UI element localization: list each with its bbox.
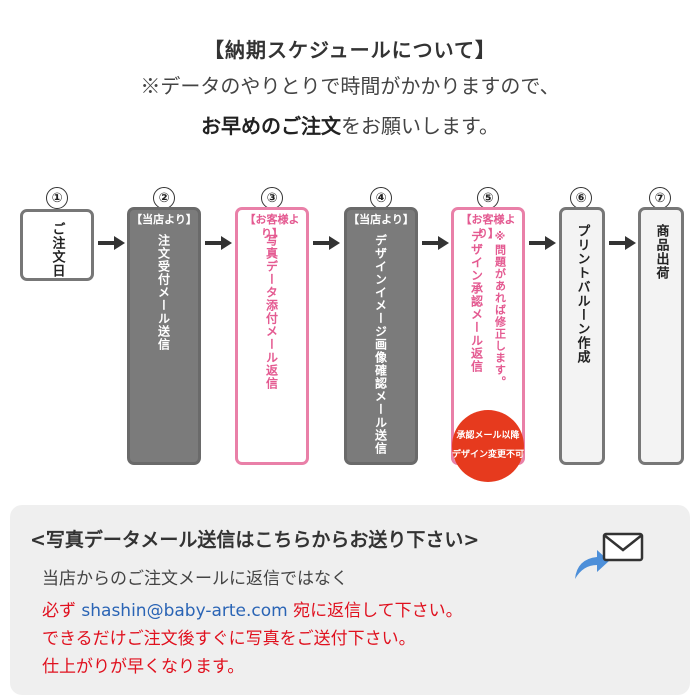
step-4-box: 【当店より】 デザインイメージ画像確認メール送信 (344, 207, 418, 465)
step-number-3: ③ (261, 187, 283, 209)
step-number-2: ② (153, 187, 175, 209)
step-7-label: 商品出荷 (653, 224, 669, 280)
arrow-right-icon (98, 236, 126, 250)
schedule-request: お早めのご注文をお願いします。 (0, 110, 700, 139)
panel-line-2: 必ず shashin@baby-arte.com 宛に返信して下さい。 (42, 596, 463, 621)
step-number-6: ⑥ (570, 187, 592, 209)
step-number-5: ⑤ (477, 187, 499, 209)
no-change-badge: 承認メール以降 デザイン変更不可 (452, 410, 524, 482)
step-5-label: デザイン承認メール返信 (469, 230, 484, 373)
panel-line-4: 仕上がりが早くなります。 (42, 657, 245, 677)
step-5-note: ※問題があれば修正します。 (493, 230, 507, 388)
panel-line-2-post: 宛に返信して下さい。 (287, 601, 463, 621)
step-4-label: デザインイメージ画像確認メール送信 (373, 234, 388, 455)
step-1-label: ご注文日 (49, 222, 65, 278)
curved-arrow-icon (575, 550, 609, 579)
schedule-note: ※データのやりとりで時間がかかりますので、 (140, 74, 560, 98)
photo-email-panel: <写真データメール送信はこちらからお送り下さい> 当店からのご注文メールに返信で… (10, 505, 690, 695)
step-5-tag: 【お客様より】 (460, 213, 516, 240)
panel-title: <写真データメール送信はこちらからお送り下さい> (30, 529, 480, 551)
step-6-box: プリントバルーン作成 (559, 207, 605, 465)
arrow-right-icon (609, 236, 637, 250)
step-7-box: 商品出荷 (638, 207, 684, 465)
step-3-label: 写真データ添付メール返信 (264, 234, 279, 390)
step-number-4: ④ (370, 187, 392, 209)
arrow-right-icon (529, 236, 557, 250)
step-2-label: 注文受付メール送信 (156, 234, 171, 351)
step-2-box: 【当店より】 注文受付メール送信 (127, 207, 201, 465)
badge-line-2: デザイン変更不可 (452, 450, 525, 460)
early-order-text: お早めのご注文 (201, 114, 341, 138)
arrow-right-icon (422, 236, 450, 250)
request-text: をお願いします。 (341, 114, 499, 138)
step-1-box: ご注文日 (20, 209, 94, 281)
step-3-tag: 【お客様より】 (244, 213, 300, 240)
step-3-box: 【お客様より】 写真データ添付メール返信 (235, 207, 309, 465)
panel-line-2-pre: 必ず (42, 601, 82, 621)
arrow-right-icon (313, 236, 341, 250)
step-number-1: ① (46, 187, 68, 209)
step-2-tag: 【当店より】 (131, 213, 197, 226)
panel-line-1: 当店からのご注文メールに返信ではなく (42, 569, 348, 589)
step-number-7: ⑦ (649, 187, 671, 209)
step-6-label: プリントバルーン作成 (574, 224, 590, 364)
schedule-title: 【納期スケジュールについて】 (204, 38, 496, 62)
mail-icon[interactable] (602, 532, 644, 562)
arrow-right-icon (205, 236, 233, 250)
panel-line-3: できるだけご注文後すぐに写真をご送付下さい。 (42, 629, 416, 649)
badge-line-1: 承認メール以降 (456, 431, 520, 441)
email-address-link[interactable]: shashin@baby-arte.com (81, 601, 288, 621)
step-4-tag: 【当店より】 (348, 213, 414, 226)
